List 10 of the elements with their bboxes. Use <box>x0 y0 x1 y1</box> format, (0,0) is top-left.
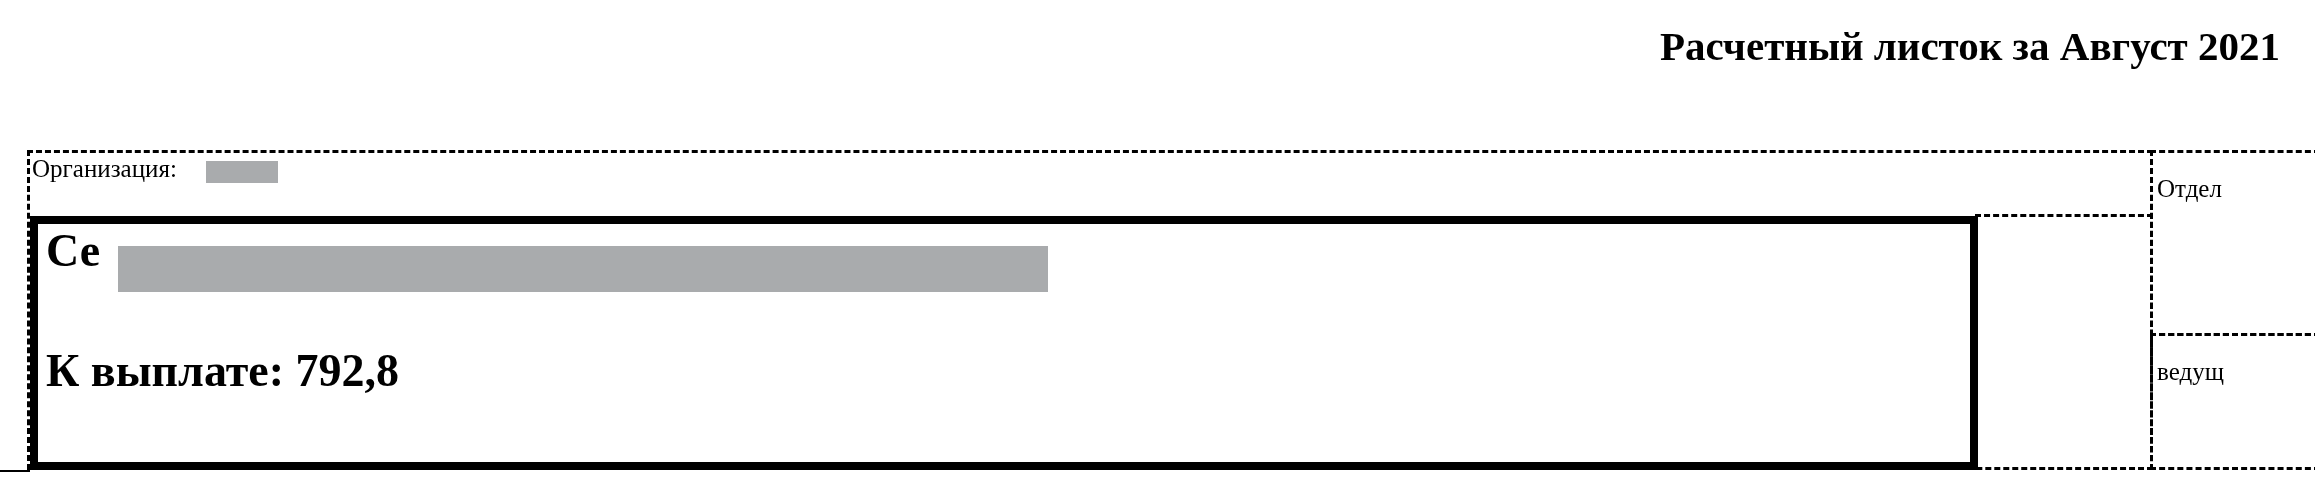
field-label: ведущ <box>2157 358 2224 386</box>
amount-due: К выплате: 792,8 <box>46 344 400 397</box>
payslip-title: Расчетный листок за Август 2021 <box>1659 22 2280 70</box>
department-cell <box>2150 150 2315 336</box>
employee-name: Се <box>46 224 101 277</box>
field-label: Организация: <box>32 155 177 183</box>
field-label: Отдел <box>2157 175 2222 203</box>
employee-summary-box <box>30 216 1978 470</box>
organization-cell <box>27 150 2153 470</box>
position-cell <box>2150 333 2315 470</box>
